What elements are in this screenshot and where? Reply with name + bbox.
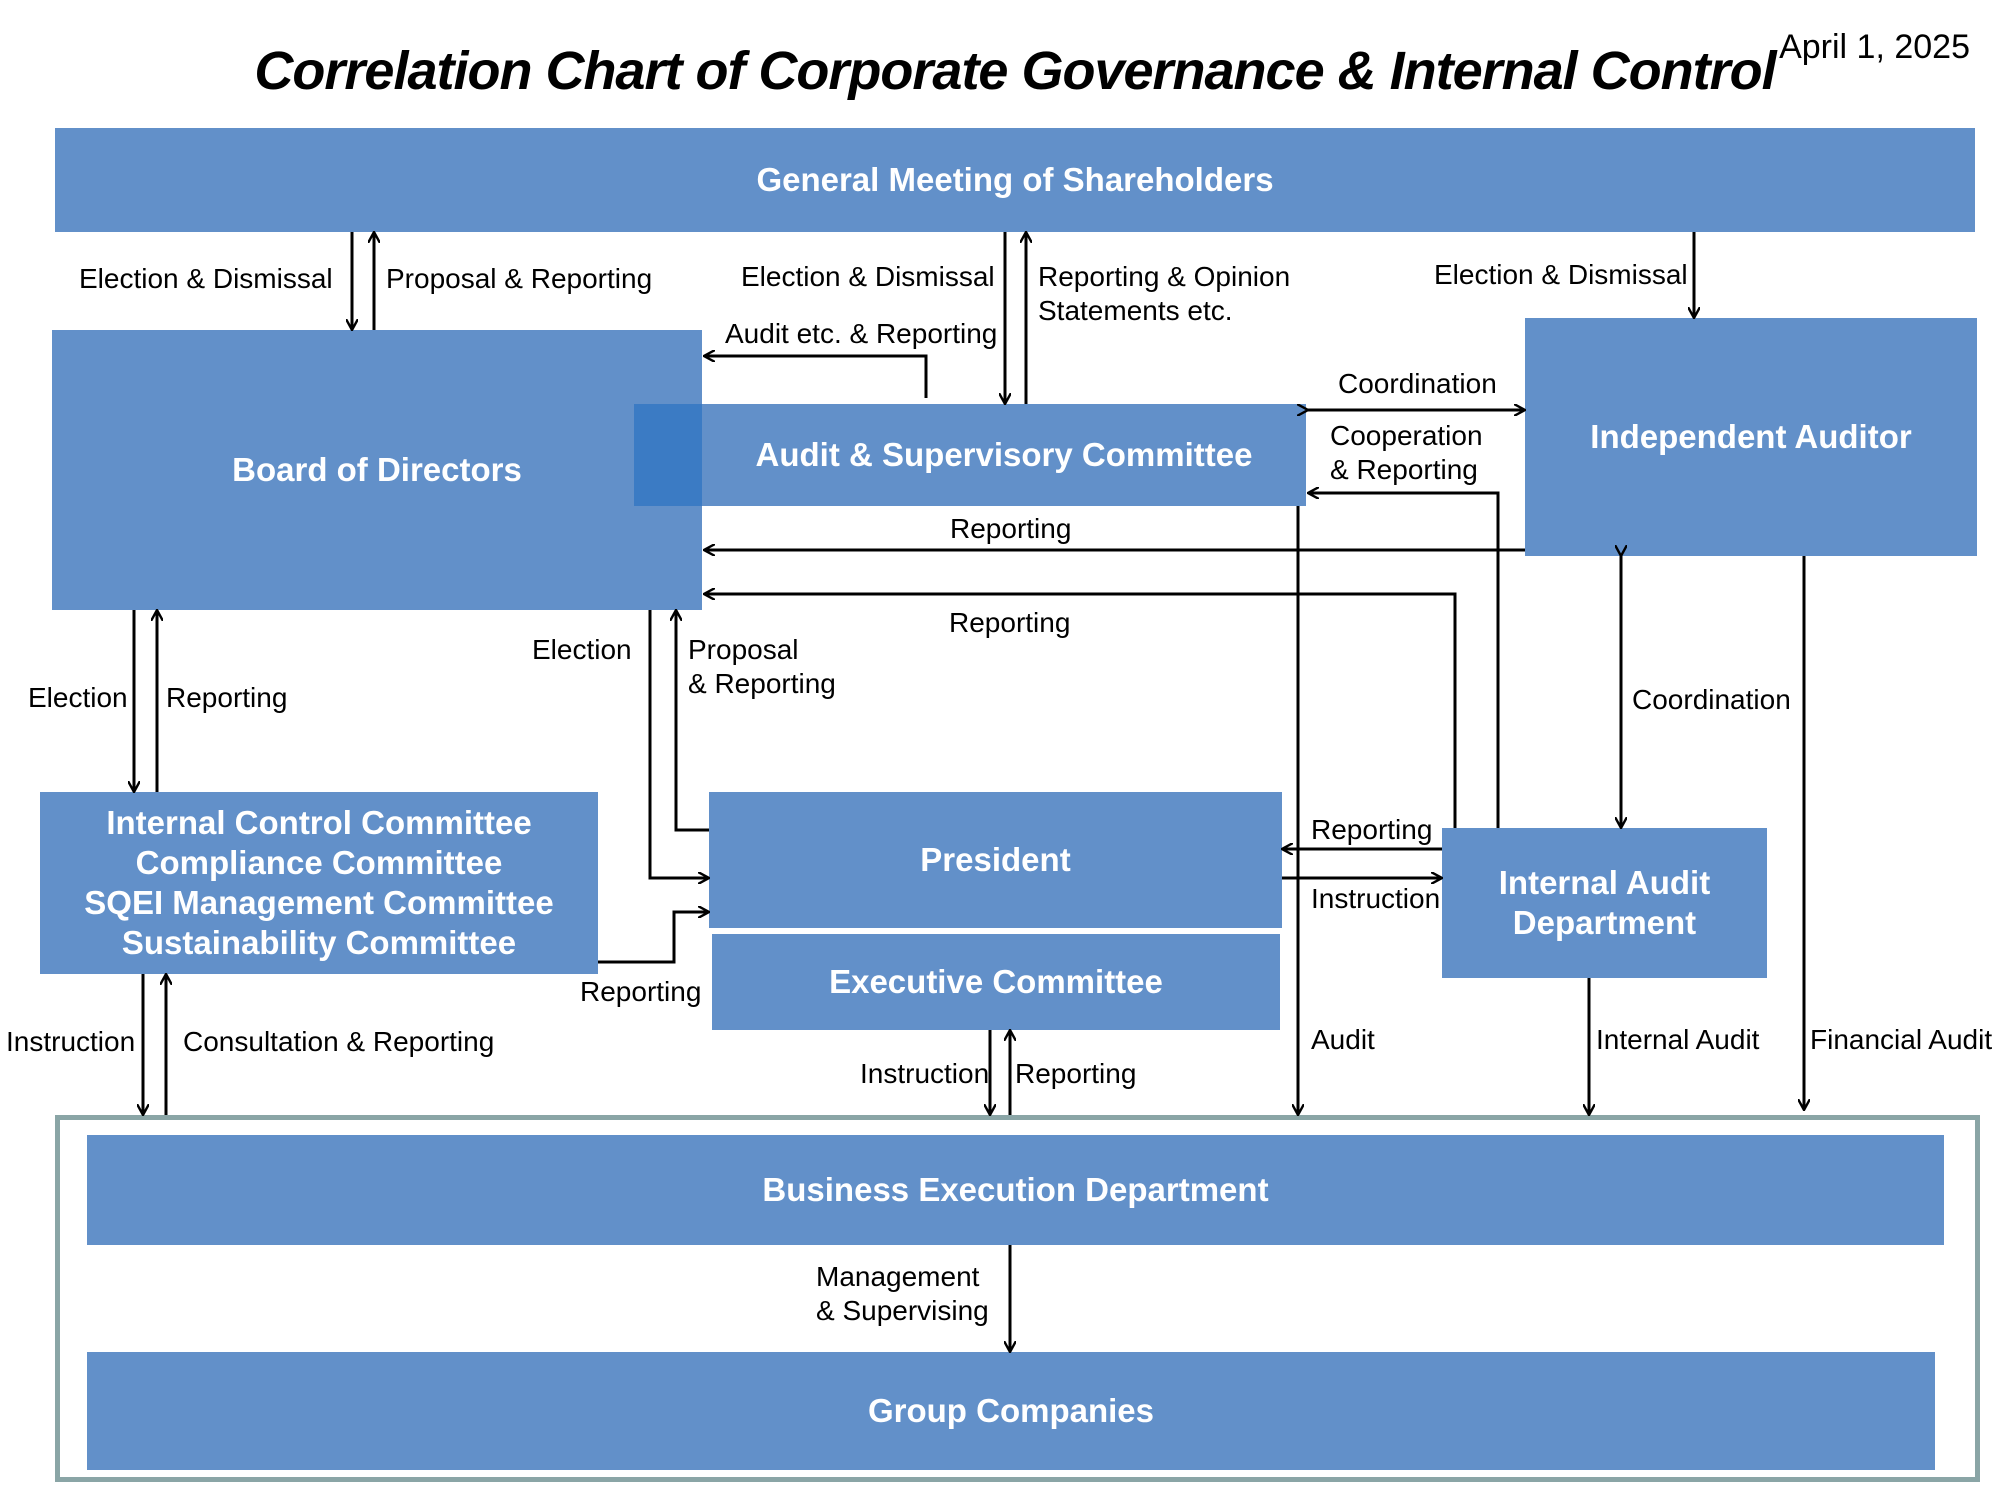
- board-committee-overlap: [634, 404, 702, 506]
- business-execution-department-box[interactable]: Business Execution Department: [87, 1135, 1944, 1245]
- committees-label: Internal Control Committee Compliance Co…: [84, 804, 554, 961]
- arrow-iad-to-board: [704, 594, 1457, 828]
- label-committees-board-reporting: Reporting: [166, 682, 288, 713]
- independent-auditor-box[interactable]: Independent Auditor: [1525, 318, 1977, 556]
- label-president-iad-instruction: Instruction: [1311, 883, 1441, 914]
- shareholders-label: General Meeting of Shareholders: [756, 161, 1274, 198]
- group-companies-box[interactable]: Group Companies: [87, 1352, 1935, 1470]
- label-gms-board-proposal: Proposal & Reporting: [386, 263, 653, 294]
- label-board-committees-election: Election: [28, 682, 128, 713]
- arrow-president-to-board: [676, 610, 709, 832]
- arrow-board-to-president: [648, 610, 709, 878]
- label-asc-bed-audit: Audit: [1311, 1024, 1375, 1055]
- label-gms-ia-election: Election & Dismissal: [1434, 259, 1688, 290]
- business-execution-department-label: Business Execution Department: [762, 1171, 1269, 1208]
- label-iad-bed-audit: Internal Audit: [1596, 1024, 1760, 1055]
- chart-date: April 1, 2025: [1779, 28, 1970, 66]
- internal-audit-department-label: Internal Audit Department: [1498, 864, 1711, 941]
- group-companies-label: Group Companies: [867, 1392, 1155, 1429]
- label-iad-president-reporting: Reporting: [1311, 814, 1433, 845]
- president-label: President: [920, 841, 1071, 878]
- board-of-directors-label: Board of Directors: [232, 451, 522, 488]
- label-gms-board-election: Election & Dismissal: [79, 263, 333, 294]
- label-committees-president-reporting: Reporting: [580, 976, 702, 1007]
- label-asc-gms-reporting: Reporting & Opinion Statements etc.: [1038, 261, 1291, 326]
- board-of-directors-box[interactable]: Board of Directors: [52, 330, 702, 610]
- executive-committee-label: Executive Committee: [829, 963, 1163, 1000]
- label-bed-committees-consultation: Consultation & Reporting: [183, 1026, 495, 1057]
- label-ia-asc-cooperation: Cooperation & Reporting: [1330, 420, 1483, 485]
- label-ia-bed-audit: Financial Audit: [1810, 1024, 1993, 1055]
- label-board-president-election: Election: [532, 634, 632, 665]
- label-iad-board-reporting: Reporting: [949, 607, 1071, 638]
- label-committees-bed-instruction: Instruction: [6, 1026, 136, 1057]
- shareholders-box[interactable]: General Meeting of Shareholders: [55, 128, 1975, 232]
- chart-title: Correlation Chart of Corporate Governanc…: [254, 41, 1776, 101]
- arrow-iad-to-asc: [1308, 493, 1500, 828]
- internal-audit-department-box[interactable]: Internal Audit Department: [1442, 828, 1767, 978]
- label-gms-asc-election: Election & Dismissal: [741, 261, 995, 292]
- arrow-committees-to-president: [598, 912, 709, 964]
- label-bed-exec-reporting: Reporting: [1015, 1058, 1137, 1089]
- label-asc-board-audit: Audit etc. & Reporting: [725, 318, 998, 349]
- label-asc-ia-coordination: Coordination: [1338, 368, 1497, 399]
- committees-box[interactable]: Internal Control Committee Compliance Co…: [40, 792, 598, 974]
- label-ia-board-reporting: Reporting: [950, 513, 1072, 544]
- audit-supervisory-committee-label: Audit & Supervisory Committee: [755, 436, 1253, 473]
- arrow-asc-to-board-audit: [704, 356, 928, 398]
- label-bed-group-management: Management & Supervising: [816, 1261, 989, 1326]
- label-exec-bed-instruction: Instruction: [860, 1058, 990, 1089]
- label-president-board-proposal: Proposal & Reporting: [688, 634, 836, 699]
- label-ia-iad-coordination: Coordination: [1632, 684, 1791, 715]
- executive-committee-box[interactable]: Executive Committee: [712, 934, 1280, 1030]
- independent-auditor-label: Independent Auditor: [1590, 418, 1912, 455]
- business-group-frame: [55, 1115, 1980, 1482]
- audit-supervisory-committee-box[interactable]: Audit & Supervisory Committee: [634, 404, 1306, 506]
- president-box[interactable]: President: [709, 792, 1282, 928]
